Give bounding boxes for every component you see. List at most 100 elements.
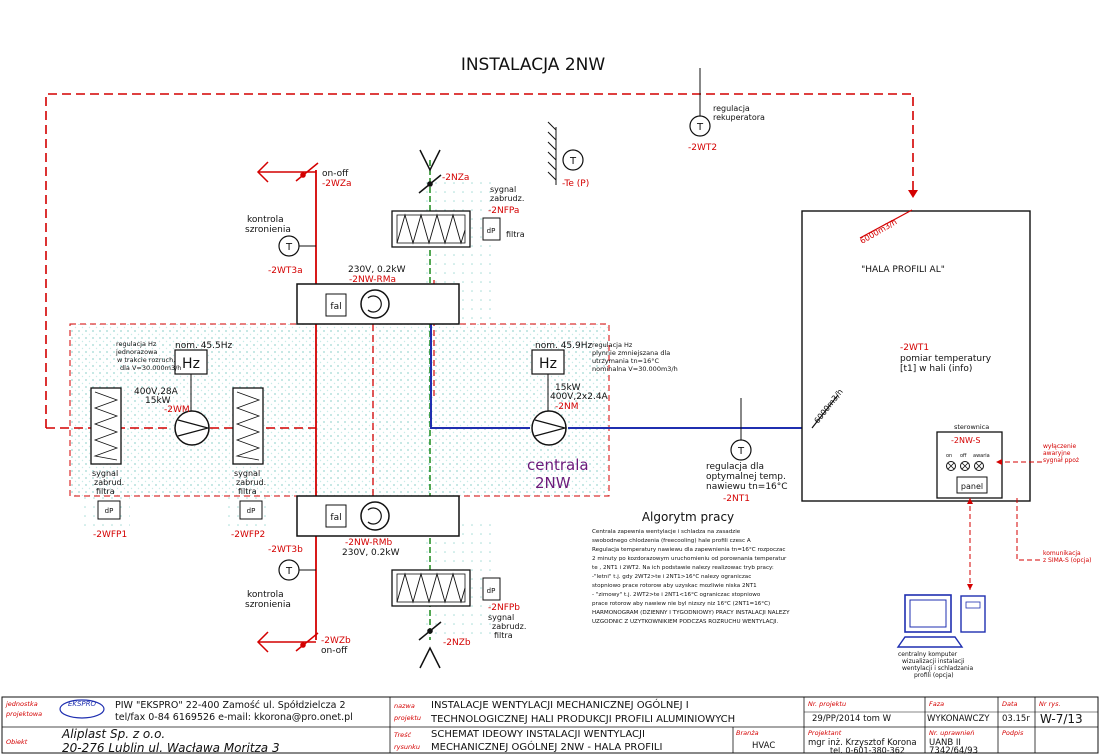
rotor-rma-arrow [367, 295, 382, 313]
nr-projektu: 29/PP/2014 tom W [812, 714, 892, 724]
label-wzb: -2WZb [321, 636, 351, 646]
computer-monitor-icon [904, 594, 952, 633]
label-sterownica: sterownica [954, 423, 989, 431]
regulacja-rekuperatora: regulacja rekuperatora [713, 104, 765, 122]
label-hz-left-nom: nom. 45.5Hz [175, 341, 233, 351]
nr-upr-label: Nr. uprawnień [929, 729, 974, 737]
switch-label-on: on [946, 453, 952, 459]
label-rma-power: 230V, 0.2kW [348, 265, 406, 275]
hz-right-note: regulacja Hz plynnie zmniejszana dla utr… [592, 341, 678, 373]
nazwa-label: nazwa projektu [393, 702, 421, 722]
switch-off-x [961, 462, 969, 470]
label-nfpb: -2NFPb [488, 603, 520, 613]
damper-nza-dot [427, 181, 433, 187]
dp-sensor-wfp1 [97, 500, 121, 520]
label-hz-right-nom: nom. 45.9Hz [535, 341, 593, 351]
sensor-nt1-symbol: T [737, 446, 745, 457]
filter-top-pleats [396, 213, 466, 245]
fal-box-top [325, 293, 347, 317]
exhaust-top-arrow [256, 161, 269, 183]
centrala-label: centrala 2NW [527, 456, 593, 492]
label-nfpa: -2NFPa [488, 206, 519, 216]
komputer-label: centralny komputer wizualizacji instalac… [898, 651, 975, 679]
faza-label: Faza [929, 700, 944, 708]
rotor-rmb-icon [360, 501, 390, 531]
kontrola-bottom: kontrola szronienia [245, 590, 291, 610]
inverter-left-label: Hz [182, 356, 200, 372]
podpis-label: Podpis [1002, 729, 1024, 737]
label-wfp1: -2WFP1 [93, 530, 127, 540]
algorytm-title: Algorytm pracy [642, 510, 734, 524]
label-wfp2: -2WFP2 [231, 530, 265, 540]
label-wt1: -2WT1 [900, 343, 929, 353]
obiekt-line2: 20-276 Lublin ul. Wacława Moritza 3 [62, 741, 280, 754]
label-wza: -2WZa [322, 179, 352, 189]
obiekt-label: Obiekt [6, 738, 28, 746]
nazwa-line2: TECHNOLOGICZNEJ HALI PRODUKCJI PROFILI A… [430, 714, 735, 725]
label-panel: panel [961, 482, 983, 491]
nr-upr-line2: 7342/64/93 [929, 746, 978, 754]
nm-power: 15kW 400V,2x2.4A [550, 383, 609, 402]
komunikacja-label: komunikacja z SIMA-S (opcja) [1043, 550, 1091, 564]
fan-wm-blade [177, 419, 211, 437]
tresc-label: Treść rysunku [394, 731, 420, 751]
dp-sensor-top [482, 217, 501, 241]
computer-tower-icon [960, 595, 986, 633]
label-te: -Te (P) [562, 179, 589, 189]
damper-wzb [295, 632, 319, 652]
obiekt-line1: Aliplast Sp. z o.o. [61, 727, 165, 741]
label-onoff-bottom: on-off [321, 646, 348, 656]
sensor-wt3a-symbol: T [285, 242, 293, 253]
filter-top [391, 210, 471, 248]
label-rmb: -2NW-RMb [345, 538, 393, 548]
hz-left-note: regulacja Hz jednorazowa w trakcie rozru… [115, 340, 181, 372]
label-nza: -2NZa [442, 173, 469, 183]
nr-rys: W-7/13 [1040, 712, 1083, 726]
firm-line2: tel/fax 0-84 6169526 e-mail: kkorona@pro… [115, 712, 353, 723]
rotor-rmb-arrow [367, 507, 382, 525]
sensor-wt3b-symbol: T [285, 566, 293, 577]
nr-projektu-label: Nr. projektu [808, 700, 846, 708]
switch-alarm-x [975, 462, 983, 470]
hall-inflow-top [859, 209, 913, 239]
hall-inflow-right [811, 394, 839, 429]
regulacja-nt1: regulacja dla optymalnej temp. nawiewu t… [706, 462, 789, 492]
inverter-right [531, 349, 565, 375]
jednostka-label: jednostka projektowa [5, 700, 42, 718]
label-rma: -2NW-RMa [349, 275, 396, 285]
nr-upr-line1: UANB II [929, 738, 961, 748]
title-block [1, 696, 1099, 754]
hall-title: "HALA PROFILI AL" [861, 265, 945, 275]
return-duct [45, 93, 914, 428]
faza: WYKONAWCZY [927, 714, 990, 724]
switch-on-x [947, 462, 955, 470]
label-wt3a: -2WT3a [268, 266, 303, 276]
fal-label-top: fal [330, 302, 341, 312]
filter-wfp2-pleats [235, 391, 261, 461]
intake-bottom-icon [419, 646, 441, 669]
centrala-zone [69, 323, 610, 497]
tresc-line2: MECHANICZNEJ OGÓLNEJ 2NW - HALA PROFILI [431, 740, 662, 753]
filter-top-inner [396, 214, 466, 244]
ekspro-logo [59, 699, 105, 719]
filter-bottom [391, 569, 471, 607]
label-wt2: -2WT2 [688, 143, 717, 153]
data-value: 03.15r [1002, 714, 1030, 724]
damper-wzb-dot [300, 642, 306, 648]
ppoz-arrow [996, 459, 1002, 465]
damper-wza [295, 162, 319, 182]
comm-wire [1016, 498, 1042, 561]
dp-sensor-bottom [482, 577, 501, 601]
branza-label: Branża [736, 729, 759, 737]
fan-nm-icon [531, 410, 567, 446]
fan-wm-icon [174, 410, 210, 446]
wylaczenie-label: wyłączenie awaryjne sygnał ppoż [1043, 443, 1079, 464]
computer-wire-arrow-bottom [967, 584, 973, 590]
filter-bottom-pleats [396, 572, 466, 604]
fal-label-bottom: fal [330, 513, 341, 523]
label-nm: -2NM [555, 402, 578, 412]
return-arrow [908, 190, 918, 198]
diagram-title: INSTALACJA 2NW [461, 55, 606, 75]
outdoor-wall-icon [547, 121, 557, 185]
